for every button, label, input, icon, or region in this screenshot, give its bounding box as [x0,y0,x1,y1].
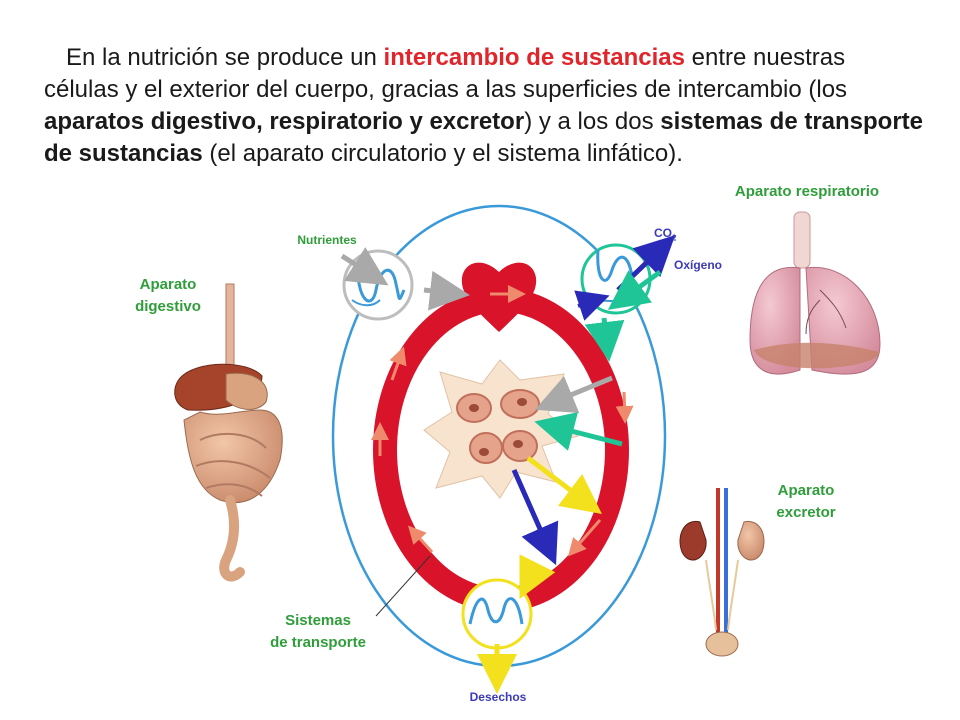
label-co2-main: CO [654,226,672,240]
digestive-illustration [174,283,283,582]
intro-text-4: (el aparato circulatorio y el sistema li… [202,140,683,167]
intro-paragraph: En la nutrición se produce un intercambi… [44,42,924,170]
body-cells [456,389,540,464]
nutrients-to-cells-arrow [534,375,613,414]
co2-arrow-to-lung [574,290,610,321]
nutrients-arrow-in [340,247,389,286]
label-co2-sub: 2 [672,233,677,243]
transport-pointer-line [375,555,431,617]
excretory-illustration [679,488,765,657]
intro-highlight-exchange: intercambio de sustancias [383,44,685,71]
label-respiratory: Aparato respiratorio [734,183,880,200]
label-nutrients: Nutrientes [297,233,357,247]
label-digestive: Aparato digestivo [118,274,218,318]
label-excretory-line2: excretor [776,504,836,521]
label-waste: Desechos [469,690,527,704]
intro-text-3: ) y a los dos [524,108,661,135]
oxygen-to-cells-arrow [534,412,623,451]
heart-icon [461,262,537,332]
label-transport-line1: Sistemas [285,612,351,629]
label-excretory: Aparato excretor [756,480,856,524]
label-co2: CO2 [654,226,704,242]
label-excretory-line1: Aparato [777,482,835,499]
intro-text-1: En la nutrición se produce un [66,44,384,71]
waste-arrow-to-excretion [519,554,556,599]
oxygen-arrow [607,269,662,310]
intro-text-2: entre nuestras células y el exterior del… [44,44,848,103]
intro-bold-transport: sistemas de transporte de sustancias [44,108,924,167]
blood-flow-arrows [371,285,634,557]
label-digestive-line2: digestivo [135,298,201,315]
intro-bold-systems: aparatos digestivo, respiratorio y excre… [44,108,525,135]
label-digestive-line1: Aparato [139,276,197,293]
oxygen-arrow-to-ring [584,317,625,362]
exchange-circle-excretion [461,578,533,650]
co2-from-cells-arrow [511,468,559,566]
label-transport-systems: Sistemas de transporte [248,610,388,654]
label-transport-line2: de transporte [270,634,366,651]
lungs-illustration [749,211,881,375]
label-oxygen: Oxígeno [674,258,723,272]
nutrients-arrow-to-ring [423,270,470,311]
waste-from-cells-arrow [526,456,602,515]
